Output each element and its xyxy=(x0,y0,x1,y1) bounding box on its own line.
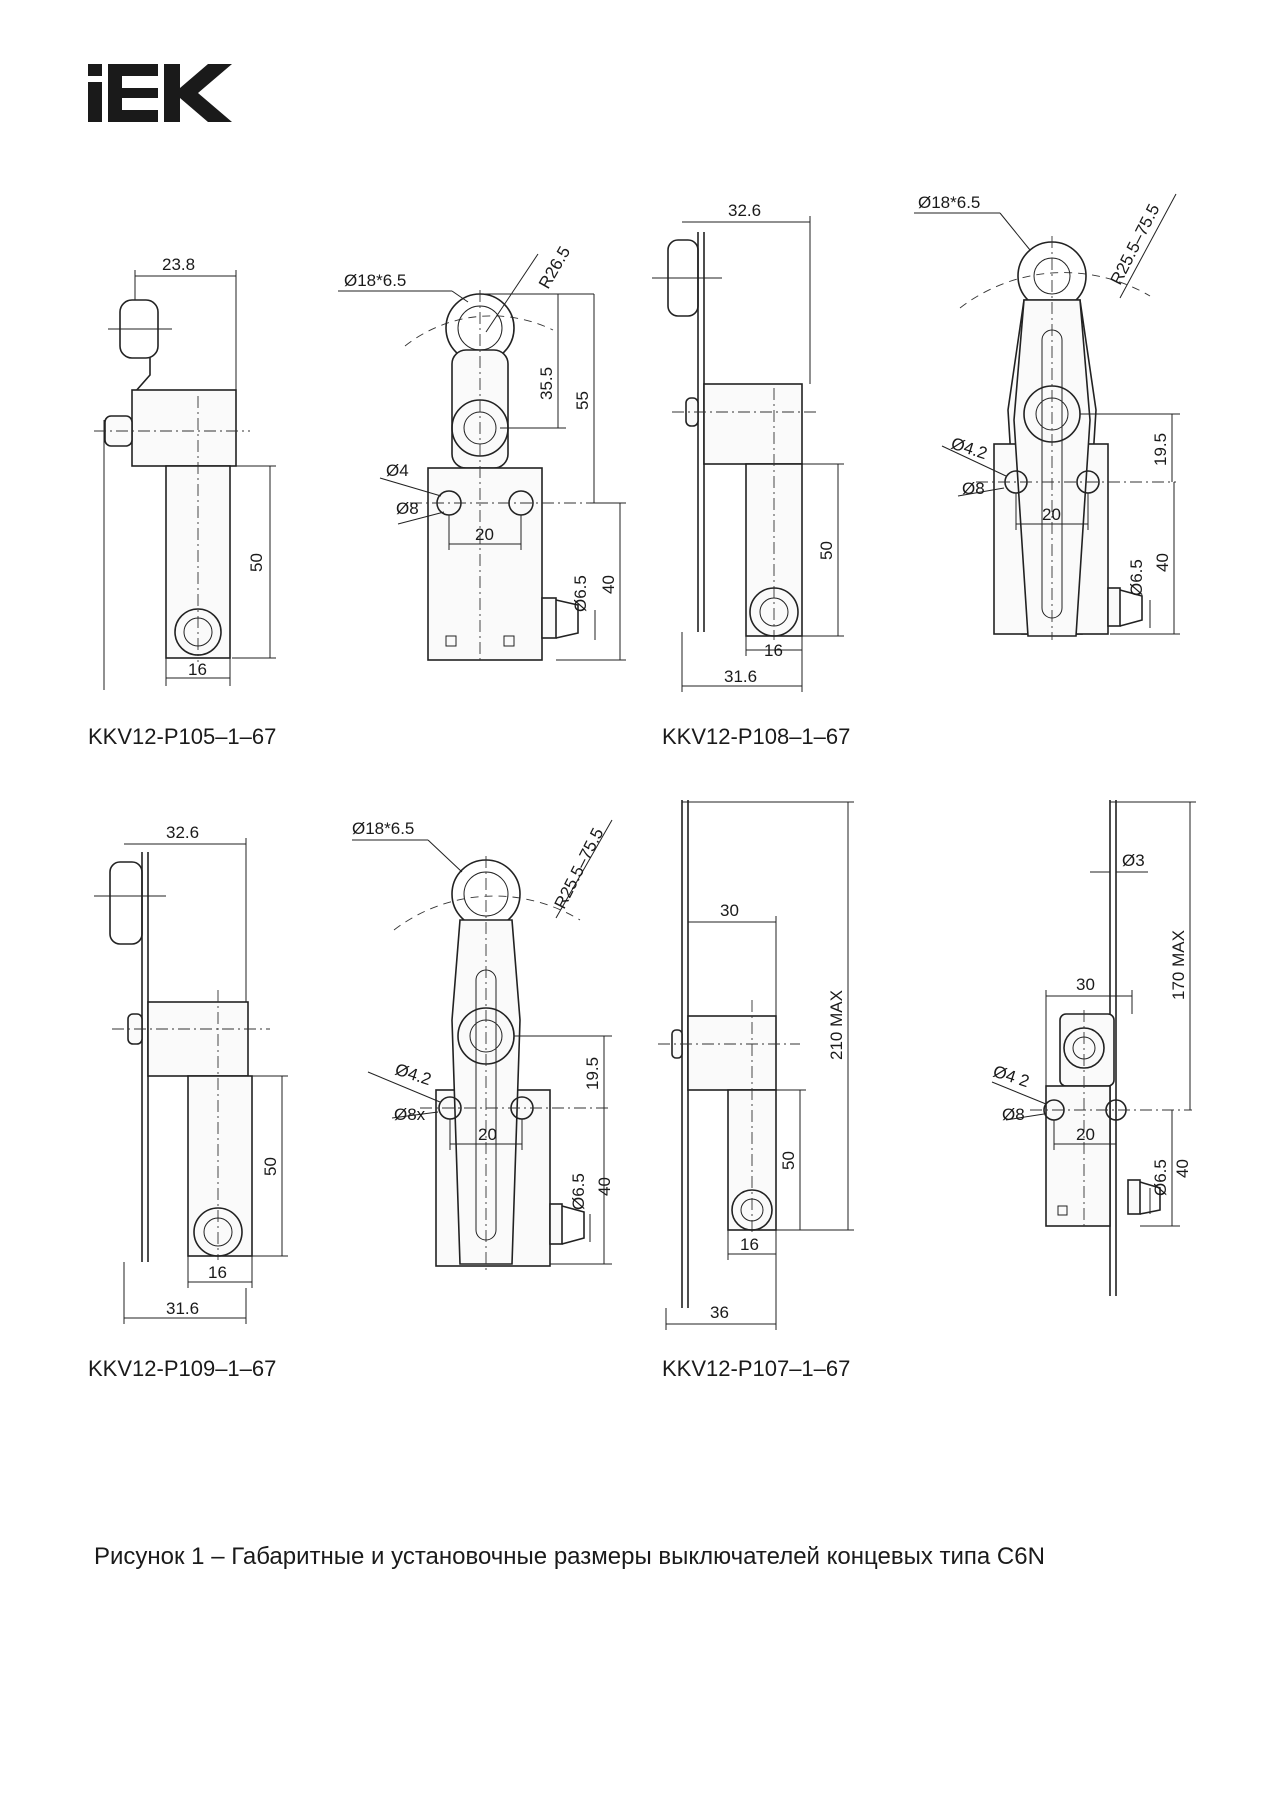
p108-side-height: 50 xyxy=(817,541,836,560)
model-label-p107: KKV12-P107–1–67 xyxy=(662,1356,850,1381)
p108-front-hole-large: Ø8 xyxy=(962,479,985,498)
p108-side-inner-width: 16 xyxy=(764,641,783,660)
model-label-p105: KKV12-P105–1–67 xyxy=(88,724,276,749)
p109-front-roller: Ø18*6.5 xyxy=(352,819,414,838)
p109-side-height: 50 xyxy=(261,1157,280,1176)
p109-front-view: Ø18*6.5 R25.5–75.5 19.5 Ø4.2 Ø8x 20 Ø6.5… xyxy=(352,819,614,1270)
p108-front-spacing: 20 xyxy=(1042,505,1061,524)
p107-front-hole-small: Ø4 2 xyxy=(991,1062,1032,1091)
p109-front-body-h: 40 xyxy=(595,1177,614,1196)
p109-side-view: 32.6 50 16 31.6 xyxy=(94,823,288,1324)
p107-front-spacing: 20 xyxy=(1076,1125,1095,1144)
p109-front-gland: Ø6.5 xyxy=(569,1173,588,1210)
p107-side-view: 30 210 MAX 50 16 36 xyxy=(658,800,854,1330)
p108-front-roller: Ø18*6.5 xyxy=(918,193,980,212)
p105-front-hole-small: Ø4 xyxy=(386,461,409,480)
p105-front-hole-large: Ø8 xyxy=(396,499,419,518)
p108-side-view: 32.6 50 16 31.6 xyxy=(652,201,844,692)
p105-front-h1: 35.5 xyxy=(537,367,556,400)
model-label-p109: KKV12-P109–1–67 xyxy=(88,1356,276,1381)
p108-side-top-width: 32.6 xyxy=(728,201,761,220)
p105-side-view: 23.8 50 16 xyxy=(94,255,276,690)
p109-side-top-width: 32.6 xyxy=(166,823,199,842)
p109-side-inner-width: 16 xyxy=(208,1263,227,1282)
p105-front-gland: Ø6.5 xyxy=(571,575,590,612)
p105-front-spacing: 20 xyxy=(475,525,494,544)
p108-side-bottom-width: 31.6 xyxy=(724,667,757,686)
p107-side-bottom-width: 36 xyxy=(710,1303,729,1322)
p107-side-top-width: 30 xyxy=(720,901,739,920)
p105-front-radius: R26.5 xyxy=(535,243,574,292)
p108-front-view: Ø18*6.5 R25.5–75.5 19.5 Ø4.2 Ø8 20 Ø6.5 … xyxy=(914,193,1180,640)
p107-front-gland: Ø6.5 xyxy=(1151,1159,1170,1196)
p107-side-height: 50 xyxy=(779,1151,798,1170)
p108-front-gland: Ø6.5 xyxy=(1127,559,1146,596)
p107-front-hole-large: Ø8 xyxy=(1002,1105,1025,1124)
p109-front-hole-large: Ø8x xyxy=(394,1105,426,1124)
p107-side-inner-width: 16 xyxy=(740,1235,759,1254)
p108-front-radius: R25.5–75.5 xyxy=(1107,201,1164,288)
p108-front-h1: 19.5 xyxy=(1151,433,1170,466)
p105-front-view: Ø18*6.5 R26.5 35.5 55 Ø4 Ø8 20 Ø6.5 40 xyxy=(338,243,626,664)
p107-front-rod: Ø3 xyxy=(1122,851,1145,870)
p109-front-spacing: 20 xyxy=(478,1125,497,1144)
p107-side-max-h: 210 MAX xyxy=(827,990,846,1060)
p107-front-view: Ø3 170 MAX 30 Ø4 2 Ø8 20 Ø6.5 40 xyxy=(991,800,1196,1296)
p105-side-height: 50 xyxy=(247,553,266,572)
iek-logo xyxy=(88,64,232,122)
p105-front-body-h: 40 xyxy=(599,575,618,594)
p105-front-h2: 55 xyxy=(573,391,592,410)
p105-side-top-width: 23.8 xyxy=(162,255,195,274)
figure-caption: Рисунок 1 – Габаритные и установочные ра… xyxy=(94,1543,1045,1570)
p105-front-roller: Ø18*6.5 xyxy=(344,271,406,290)
p109-front-radius: R25.5–75.5 xyxy=(551,825,608,912)
p108-front-body-h: 40 xyxy=(1153,553,1172,572)
p107-front-body-h: 40 xyxy=(1173,1159,1192,1178)
model-label-p108: KKV12-P108–1–67 xyxy=(662,724,850,749)
p109-front-h1: 19.5 xyxy=(583,1057,602,1090)
p107-front-width: 30 xyxy=(1076,975,1095,994)
p107-front-max-h: 170 MAX xyxy=(1169,930,1188,1000)
p105-side-bottom-width: 16 xyxy=(188,660,207,679)
p109-side-bottom-width: 31.6 xyxy=(166,1299,199,1318)
